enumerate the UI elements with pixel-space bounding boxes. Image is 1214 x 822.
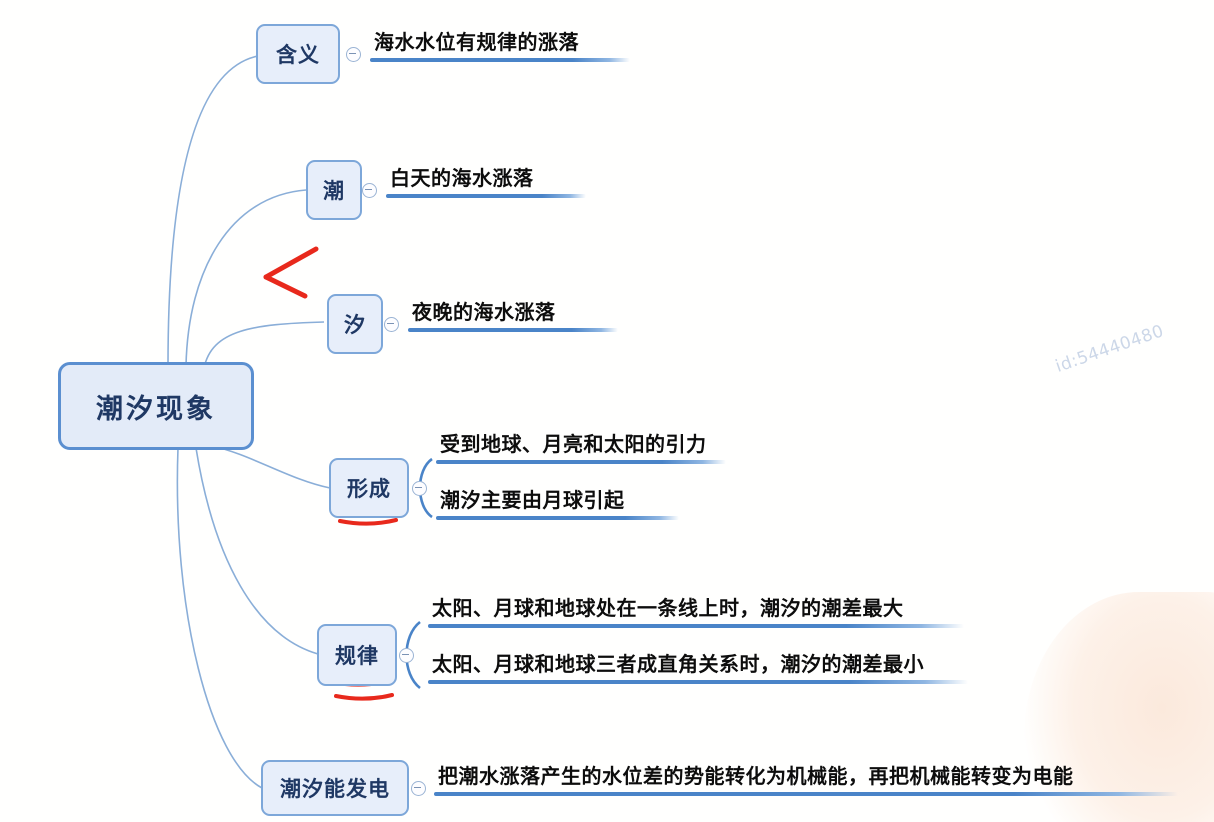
- leaf-text: 潮汐主要由月球引起: [440, 488, 625, 512]
- leaf-underline: [370, 58, 630, 62]
- leaf-text: 把潮水涨落产生的水位差的势能转化为机械能，再把机械能转变为电能: [438, 764, 1074, 788]
- leaf-underline: [436, 516, 679, 520]
- connector-to-xingcheng: [211, 445, 331, 489]
- leaf-xingcheng-0[interactable]: 受到地球、月亮和太阳的引力: [436, 412, 726, 464]
- collapse-toggle-chao[interactable]: [362, 183, 377, 198]
- collapse-toggle-xingcheng[interactable]: [412, 481, 427, 496]
- leaf-guilv-1[interactable]: 太阳、月球和地球三者成直角关系时，潮汐的潮差最小: [428, 632, 968, 684]
- connector-to-fadian: [176, 447, 263, 789]
- branch-node-hanyi[interactable]: 含义: [256, 24, 340, 84]
- branch-label-xi: 汐: [344, 313, 366, 337]
- leaf-xi-0[interactable]: 夜晚的海水涨落: [408, 280, 618, 332]
- leaf-fadian-0[interactable]: 把潮水涨落产生的水位差的势能转化为机械能，再把机械能转变为电能: [434, 744, 1178, 796]
- branch-label-xingcheng: 形成: [347, 477, 391, 501]
- root-node[interactable]: 潮汐现象: [58, 362, 254, 450]
- leaf-guilv-0[interactable]: 太阳、月球和地球处在一条线上时，潮汐的潮差最大: [428, 576, 964, 628]
- branch-label-chao: 潮: [323, 179, 345, 203]
- leaf-text: 海水水位有规律的涨落: [374, 30, 579, 54]
- collapse-toggle-xi[interactable]: [384, 317, 399, 332]
- collapse-toggle-guilv[interactable]: [399, 648, 414, 663]
- connector-to-chao: [185, 189, 307, 367]
- branch-node-fadian[interactable]: 潮汐能发电: [261, 760, 409, 816]
- leaf-text: 受到地球、月亮和太阳的引力: [440, 432, 707, 456]
- leaf-underline: [428, 680, 968, 684]
- collapse-toggle-fadian[interactable]: [411, 781, 426, 796]
- leaf-underline: [408, 328, 618, 332]
- leaf-underline: [436, 460, 726, 464]
- branch-node-xi[interactable]: 汐: [327, 294, 383, 354]
- branch-node-guilv[interactable]: 规律: [317, 624, 397, 686]
- leaf-xingcheng-1[interactable]: 潮汐主要由月球引起: [436, 468, 679, 520]
- branch-label-fadian: 潮汐能发电: [280, 777, 390, 801]
- red-caret-annotation: [263, 246, 319, 299]
- branch-node-xingcheng[interactable]: 形成: [329, 458, 409, 518]
- root-node-label: 潮汐现象: [96, 393, 216, 425]
- branch-label-guilv: 规律: [335, 644, 379, 668]
- connector-to-guilv: [195, 447, 319, 655]
- connector-to-hanyi: [167, 55, 259, 367]
- leaf-text: 白天的海水涨落: [390, 166, 534, 190]
- leaf-underline: [428, 624, 964, 628]
- branch-node-chao[interactable]: 潮: [306, 160, 362, 220]
- watermark: id:54440480: [1053, 321, 1167, 377]
- leaf-text: 夜晚的海水涨落: [412, 300, 556, 324]
- leaf-chao-0[interactable]: 白天的海水涨落: [386, 146, 586, 198]
- branch-label-hanyi: 含义: [276, 43, 320, 67]
- leaf-text: 太阳、月球和地球处在一条线上时，潮汐的潮差最大: [432, 596, 904, 620]
- leaf-underline: [386, 194, 586, 198]
- red-underline-xingcheng: [338, 518, 398, 526]
- leaf-hanyi-0[interactable]: 海水水位有规律的涨落: [370, 10, 630, 62]
- collapse-toggle-hanyi[interactable]: [346, 47, 361, 62]
- leaf-text: 太阳、月球和地球三者成直角关系时，潮汐的潮差最小: [432, 652, 924, 676]
- leaf-underline: [434, 792, 1178, 796]
